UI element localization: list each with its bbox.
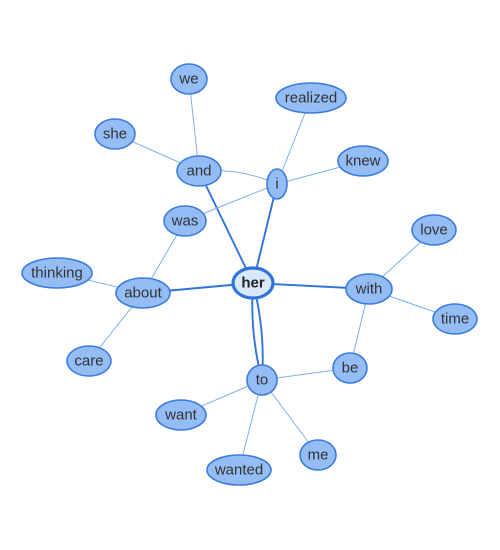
node-label-wanted: wanted bbox=[214, 462, 263, 479]
node-label-her: her bbox=[241, 275, 265, 292]
nodes-layer: her we realized she knew and i was love thinking a… bbox=[21, 63, 478, 486]
node-about[interactable]: about bbox=[115, 277, 171, 309]
node-thinking[interactable]: thinking bbox=[21, 257, 93, 289]
node-shape-love bbox=[411, 214, 457, 246]
node-shape-about bbox=[115, 277, 171, 309]
node-label-we: we bbox=[178, 71, 198, 88]
node-wanted[interactable]: wanted bbox=[206, 454, 272, 486]
node-was[interactable]: was bbox=[163, 205, 207, 237]
node-shape-time bbox=[432, 303, 478, 335]
node-label-with: with bbox=[355, 281, 383, 298]
node-shape-and bbox=[176, 155, 222, 187]
node-shape-care bbox=[66, 345, 112, 377]
node-label-thinking: thinking bbox=[31, 265, 83, 282]
node-label-time: time bbox=[441, 311, 469, 328]
node-shape-knew bbox=[337, 145, 389, 177]
edge-i-her bbox=[252, 183, 278, 284]
node-be[interactable]: be bbox=[332, 352, 368, 384]
node-shape-me bbox=[299, 439, 337, 471]
node-shape-want bbox=[155, 399, 207, 431]
node-to[interactable]: to bbox=[246, 364, 278, 396]
node-love[interactable]: love bbox=[411, 214, 457, 246]
edge-and-her bbox=[198, 170, 254, 284]
node-shape-thinking bbox=[21, 257, 93, 289]
node-i[interactable]: i bbox=[266, 168, 288, 200]
node-label-love: love bbox=[420, 222, 448, 239]
node-label-was: was bbox=[171, 213, 199, 230]
node-label-care: care bbox=[74, 353, 103, 370]
node-care[interactable]: care bbox=[66, 345, 112, 377]
node-knew[interactable]: knew bbox=[337, 145, 389, 177]
node-with[interactable]: with bbox=[345, 273, 393, 305]
node-time[interactable]: time bbox=[432, 303, 478, 335]
node-want[interactable]: want bbox=[155, 399, 207, 431]
node-shape-to bbox=[246, 364, 278, 396]
node-and[interactable]: and bbox=[176, 155, 222, 187]
node-shape-she bbox=[94, 118, 136, 150]
node-label-be: be bbox=[342, 360, 359, 377]
node-shape-realized bbox=[275, 82, 347, 114]
node-her[interactable]: her bbox=[231, 266, 275, 300]
node-label-to: to bbox=[256, 372, 269, 389]
node-label-knew: knew bbox=[345, 153, 380, 170]
node-label-me: me bbox=[308, 447, 329, 464]
node-she[interactable]: she bbox=[94, 118, 136, 150]
node-label-about: about bbox=[124, 285, 162, 302]
node-shape-was bbox=[163, 205, 207, 237]
node-label-i: i bbox=[275, 176, 278, 193]
node-shape-be bbox=[332, 352, 368, 384]
node-label-and: and bbox=[186, 163, 211, 180]
node-realized[interactable]: realized bbox=[275, 82, 347, 114]
node-me[interactable]: me bbox=[299, 439, 337, 471]
node-label-realized: realized bbox=[285, 90, 338, 107]
node-shape-i bbox=[266, 168, 288, 200]
node-shape-with bbox=[345, 273, 393, 305]
node-we[interactable]: we bbox=[170, 63, 208, 95]
node-shape-we bbox=[170, 63, 208, 95]
node-shape-wanted bbox=[206, 454, 272, 486]
node-label-want: want bbox=[164, 407, 198, 424]
node-label-she: she bbox=[103, 126, 127, 143]
node-shape-her bbox=[231, 266, 275, 300]
